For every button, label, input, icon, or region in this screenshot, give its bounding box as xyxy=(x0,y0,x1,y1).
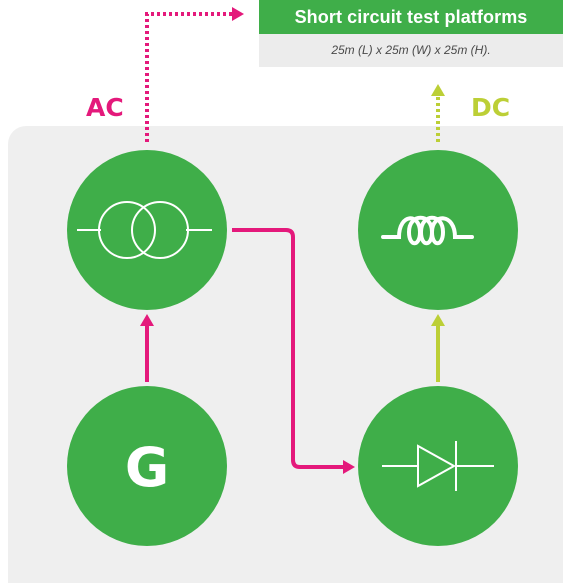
dc-label: DC xyxy=(471,93,511,122)
inductor-node xyxy=(358,150,518,310)
rectifier-to-inductor-arrowhead xyxy=(431,314,445,326)
dc-output-arrowhead xyxy=(431,84,445,96)
generator-node: G xyxy=(67,386,227,546)
diode-rectifier-icon xyxy=(382,441,494,491)
transformer-to-rectifier-line xyxy=(232,228,343,469)
ac-output-line xyxy=(145,12,232,142)
generator-symbol: G xyxy=(125,436,169,499)
inductor-coil-icon xyxy=(381,215,474,246)
platform-title: Short circuit test platforms xyxy=(259,0,563,34)
ac-label: AC xyxy=(86,93,124,122)
ac-output-arrowhead xyxy=(232,7,244,21)
transformer-to-rectifier-arrowhead xyxy=(343,460,355,474)
transformer-node xyxy=(67,150,227,310)
rectifier-node xyxy=(358,386,518,546)
transformer-icon xyxy=(77,201,212,259)
generator-to-transformer-arrowhead xyxy=(140,314,154,326)
platform-dimensions: 25m (L) x 25m (W) x 25m (H). xyxy=(259,34,563,67)
